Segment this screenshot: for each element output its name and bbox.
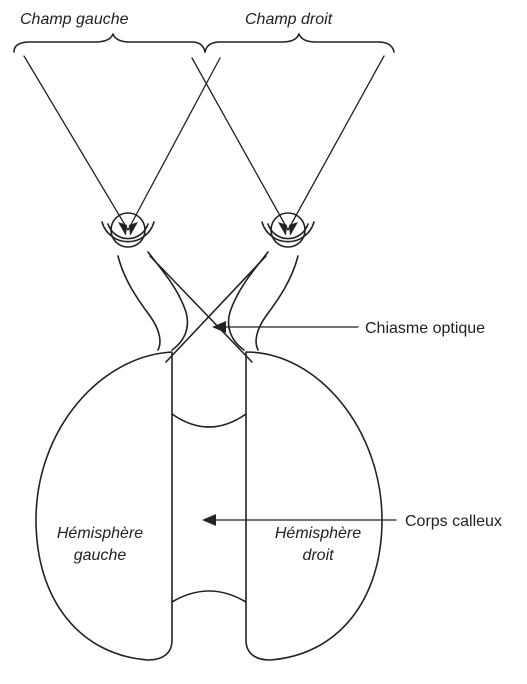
chiasm-fiber-1 (150, 256, 252, 362)
ray-arrowhead-1 (118, 222, 127, 236)
optic-nerve-right-outer (256, 256, 298, 350)
hemi-right-label-line2: droit (302, 547, 334, 564)
hemi-left-label-line2: gauche (74, 547, 127, 564)
optic-nerve-left-stalk (148, 252, 187, 350)
ray-arrowhead-2 (129, 222, 138, 236)
chiasm-label: Chiasme optique (365, 320, 485, 337)
field-right-label: Champ droit (245, 11, 333, 28)
ray-arrowhead-3 (278, 222, 287, 236)
corpus-label: Corps calleux (405, 513, 502, 530)
ray-left-outer (24, 56, 128, 230)
hemi-right-label-line1: Hémisphère (275, 525, 361, 542)
corpus-callosum-bottom (172, 591, 246, 602)
brace-left (14, 34, 205, 52)
corpus-pointer-arrow (202, 514, 216, 526)
corpus-callosum-top (172, 414, 246, 427)
hemi-left-label-line1: Hémisphère (57, 525, 143, 542)
ray-right-inner (192, 58, 288, 230)
ray-arrowhead-4 (289, 222, 298, 236)
right-hemisphere (246, 352, 382, 660)
brace-right (205, 34, 394, 52)
left-hemisphere (36, 352, 172, 660)
optic-nerve-left-outer (118, 256, 160, 350)
chiasm-fiber-2 (166, 256, 266, 362)
field-left-label: Champ gauche (20, 11, 129, 28)
optic-nerve-right-stalk (229, 252, 268, 350)
ray-right-outer (288, 56, 384, 230)
